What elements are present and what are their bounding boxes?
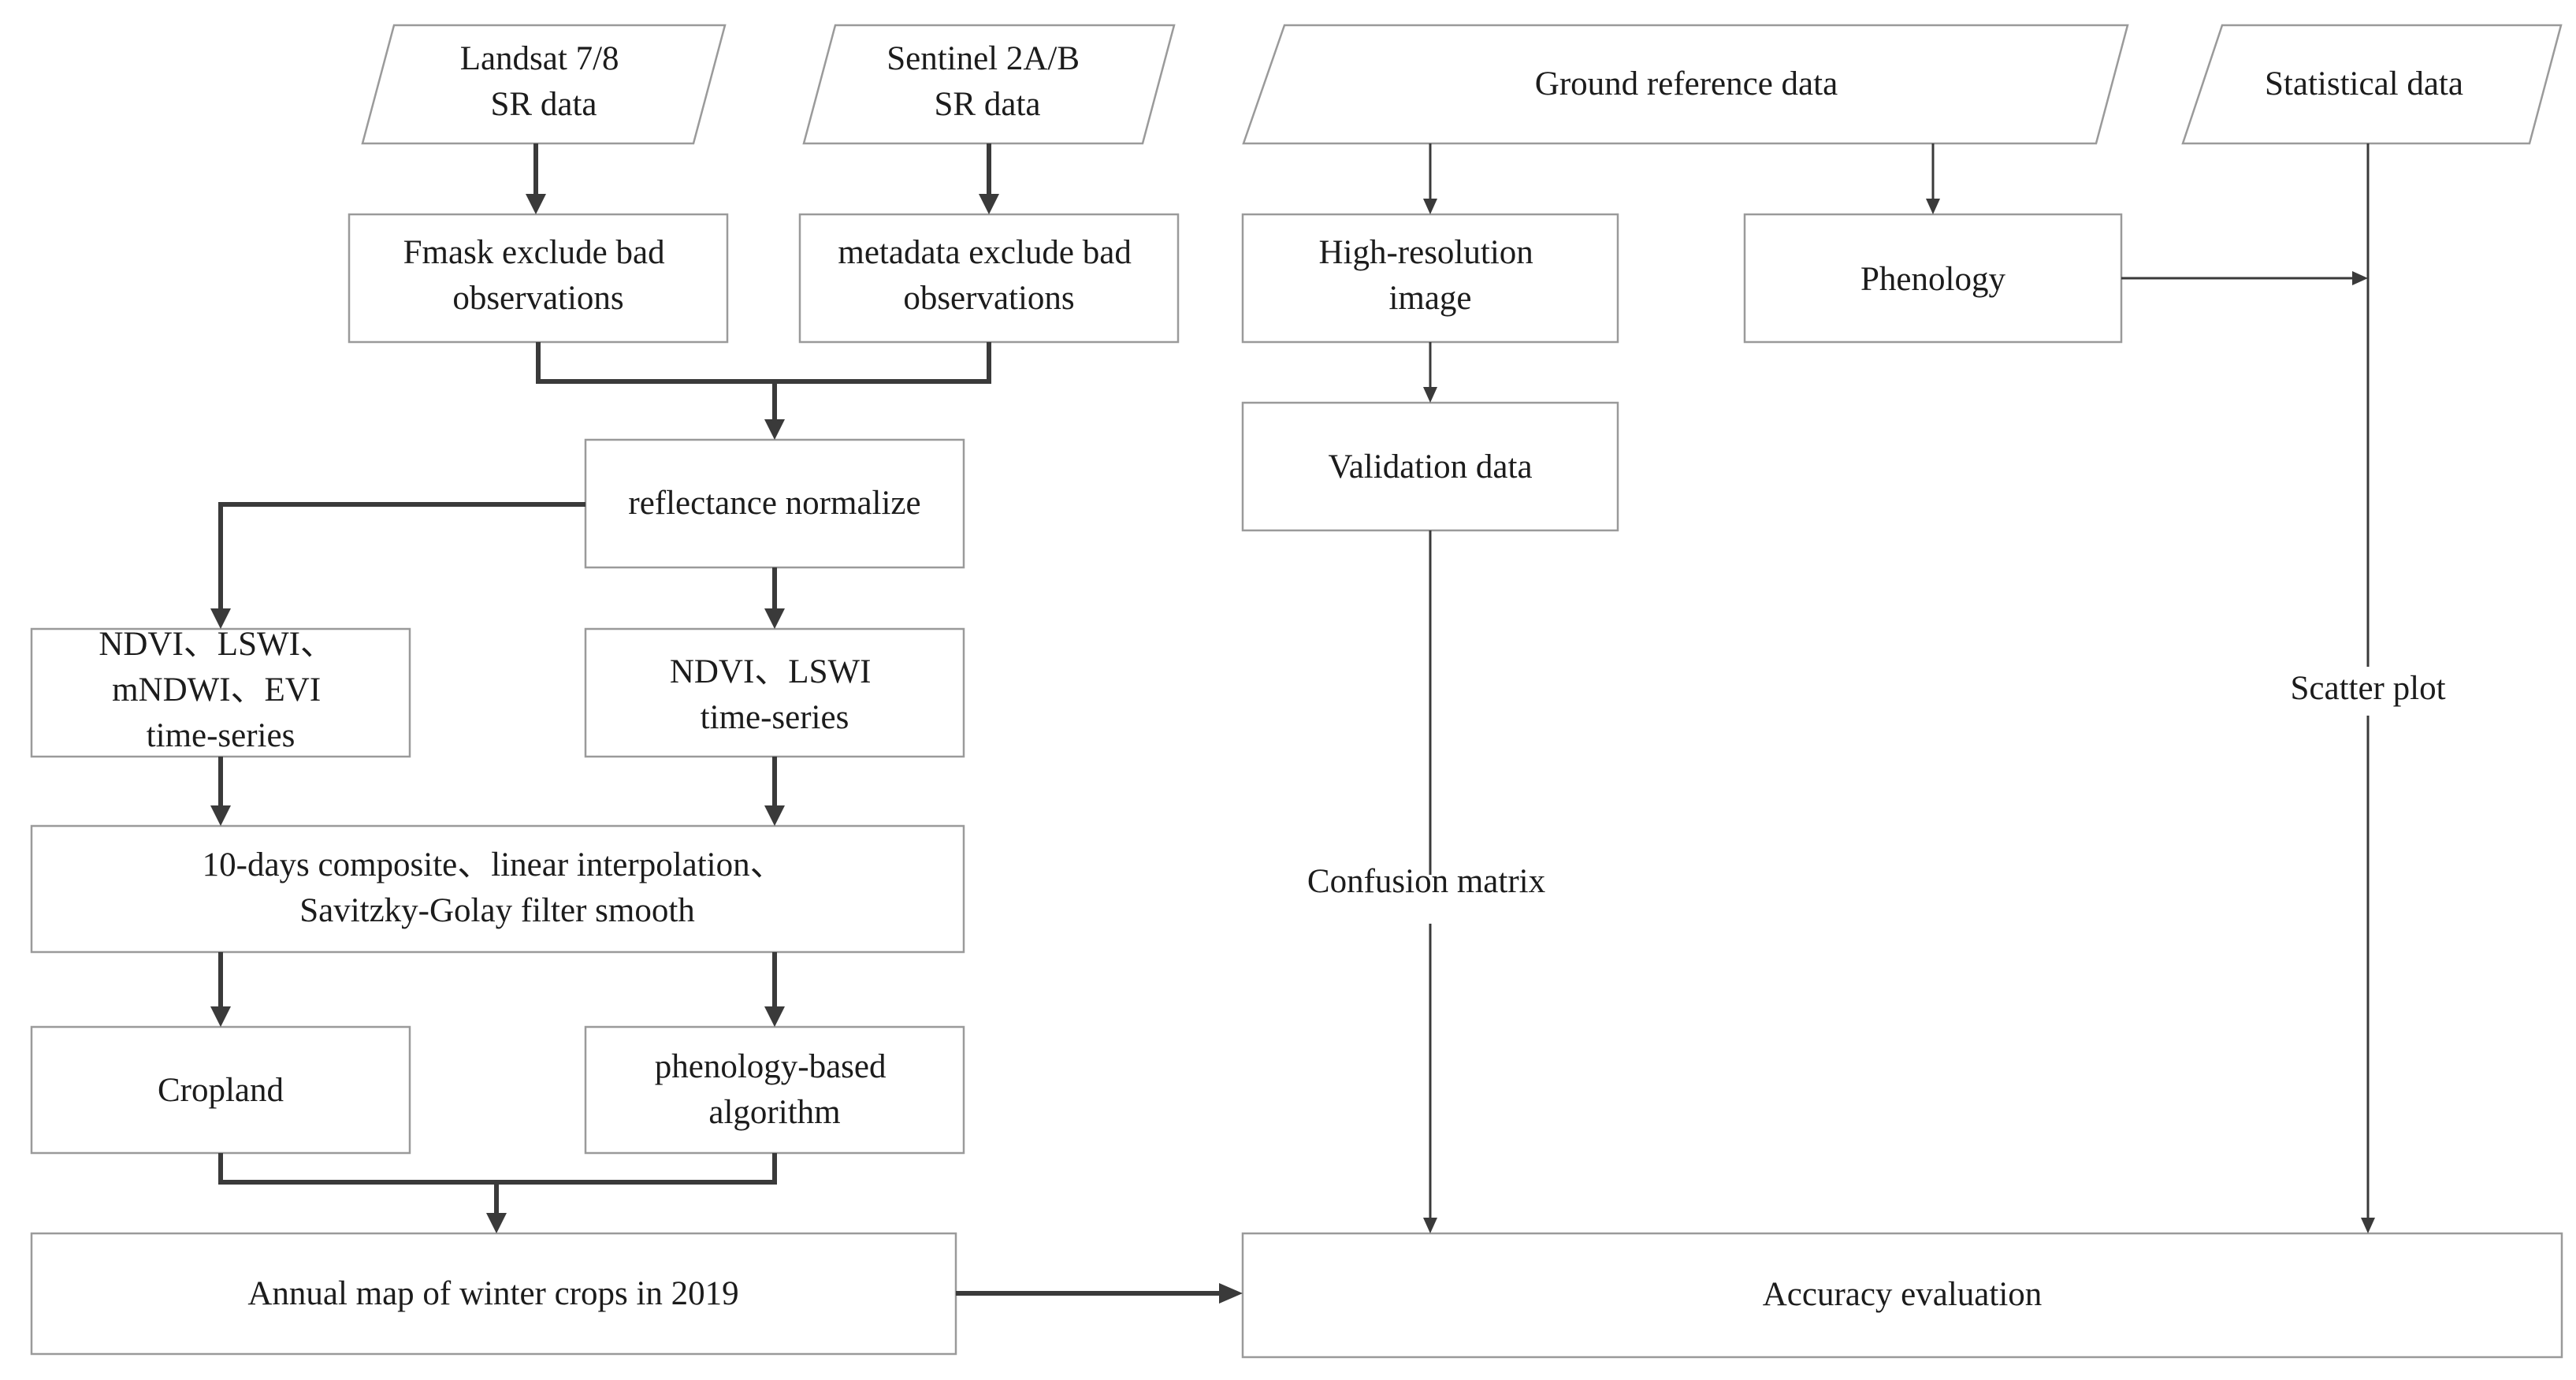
indices-left-line-3: time-series [147, 717, 296, 754]
phenology-to-statistics-arrowhead [2352, 271, 2368, 285]
classification-merge-line [218, 1153, 777, 1185]
ground-reference-input: Ground reference data [1242, 24, 2129, 145]
composite-box: 10-days composite、linear interpolation、 … [30, 824, 965, 954]
indices-left-to-composite-arrowhead [210, 805, 231, 826]
phenology-algorithm-box: phenology-based algorithm [584, 1025, 965, 1155]
indices-right-line-1: NDVI、LSWI [670, 653, 872, 690]
metadata-line-2: observations [903, 280, 1074, 317]
annual-map-box: Annual map of winter crops in 2019 [30, 1232, 957, 1356]
sentinel-line-1: Sentinel 2A/B [887, 40, 1080, 77]
svg-text:High-resolution image: High-resolution image [1318, 234, 1541, 317]
fmask-line-1: Fmask exclude bad [403, 234, 665, 271]
composite-to-cropland-arrowhead [210, 1006, 231, 1027]
normalize-to-indices-left-arrowhead [210, 608, 231, 629]
annual-map-to-accuracy-arrowhead [1219, 1283, 1243, 1304]
high-res-box: High-resolution image [1241, 213, 1619, 344]
svg-text:NDVI、LSWI time-series: NDVI、LSWI time-series [670, 653, 879, 736]
cropland-label: Cropland [158, 1072, 284, 1109]
reference-connectors [1423, 143, 2375, 1233]
svg-text:10-days composite、linear inter: 10-days composite、linear interpolation、 … [203, 846, 793, 929]
sentinel-line-2: SR data [935, 86, 1041, 123]
composite-line-2: Savitzky-Golay filter smooth [299, 892, 695, 929]
merge-to-annual-map-arrowhead [486, 1213, 507, 1233]
normalize-label: reflectance normalize [628, 485, 920, 522]
preprocess-merge-line [536, 342, 991, 384]
phenology-algorithm-line-2: algorithm [708, 1094, 840, 1131]
indices-left-line-1: NDVI、LSWI、 [99, 626, 334, 663]
high-res-line-2: image [1388, 280, 1471, 317]
normalize-to-indices-right-arrowhead [764, 608, 785, 629]
sentinel-input: Sentinel 2A/B SR data [802, 24, 1176, 145]
ground-to-high-res-arrowhead [1423, 199, 1437, 214]
landsat-to-fmask-arrowhead [526, 194, 546, 214]
validation-to-accuracy-arrowhead [1423, 1218, 1437, 1233]
landsat-line-2: SR data [491, 86, 597, 123]
annual-map-label: Annual map of winter crops in 2019 [247, 1275, 738, 1312]
landsat-line-1: Landsat 7/8 [460, 40, 619, 77]
svg-text:metadata exclude bad obs: metadata exclude bad observations [838, 234, 1139, 317]
high-res-line-1: High-resolution [1318, 234, 1533, 271]
composite-to-algorithm-arrowhead [764, 1006, 785, 1027]
indices-right-box: NDVI、LSWI time-series [584, 627, 965, 758]
composite-line-1: 10-days composite、linear interpolation、 [203, 846, 784, 883]
remote-sensing-connectors [210, 143, 1243, 1304]
high-res-to-validation-arrowhead [1423, 387, 1437, 403]
metadata-box: metadata exclude bad observations [798, 213, 1180, 344]
accuracy-label: Accuracy evaluation [1763, 1276, 2043, 1313]
indices-right-to-composite-arrowhead [764, 805, 785, 826]
statistical-label: Statistical data [2265, 65, 2463, 102]
svg-text:Landsat 7/8 SR data: Landsat 7/8 SR data [460, 40, 628, 123]
phenology-box: Phenology [1743, 213, 2123, 344]
ground-to-phenology-arrowhead [1926, 199, 1940, 214]
statistics-to-accuracy-arrowhead [2361, 1218, 2375, 1233]
cropland-box: Cropland [30, 1025, 411, 1155]
confusion-matrix-label: Confusion matrix [1307, 863, 1545, 900]
phenology-label: Phenology [1860, 261, 2005, 298]
statistical-input: Statistical data [2181, 24, 2563, 145]
landsat-input: Landsat 7/8 SR data [361, 24, 727, 145]
svg-text:phenology-based algorith: phenology-based algorithm [655, 1048, 895, 1131]
metadata-line-1: metadata exclude bad [838, 234, 1131, 271]
validation-box: Validation data [1241, 401, 1619, 532]
accuracy-box: Accuracy evaluation [1241, 1232, 2563, 1359]
validation-label: Validation data [1328, 448, 1532, 485]
scatter-plot-label: Scatter plot [2290, 670, 2445, 707]
svg-text:Fmask exclude bad observ: Fmask exclude bad observations [403, 234, 674, 317]
indices-right-line-2: time-series [701, 699, 849, 736]
normalize-box: reflectance normalize [584, 438, 965, 569]
fmask-box: Fmask exclude bad observations [348, 213, 729, 344]
indices-left-box: NDVI、LSWI、 mNDWI、EVI time-series [30, 626, 411, 758]
merge-to-normalize-arrowhead [764, 419, 785, 440]
indices-left-line-2: mNDWI、EVI [112, 671, 321, 709]
svg-text:NDVI、LSWI、 mNDWI、EVI: NDVI、LSWI、 mNDWI、EVI time-series [99, 626, 342, 754]
phenology-algorithm-line-1: phenology-based [655, 1048, 887, 1085]
svg-text:Sentinel 2A/B SR data: Sentinel 2A/B SR data [887, 40, 1088, 123]
sentinel-to-metadata-arrowhead [979, 194, 999, 214]
normalize-to-indices-left-line [218, 502, 585, 610]
ground-reference-label: Ground reference data [1535, 65, 1838, 102]
fmask-line-2: observations [452, 280, 623, 317]
